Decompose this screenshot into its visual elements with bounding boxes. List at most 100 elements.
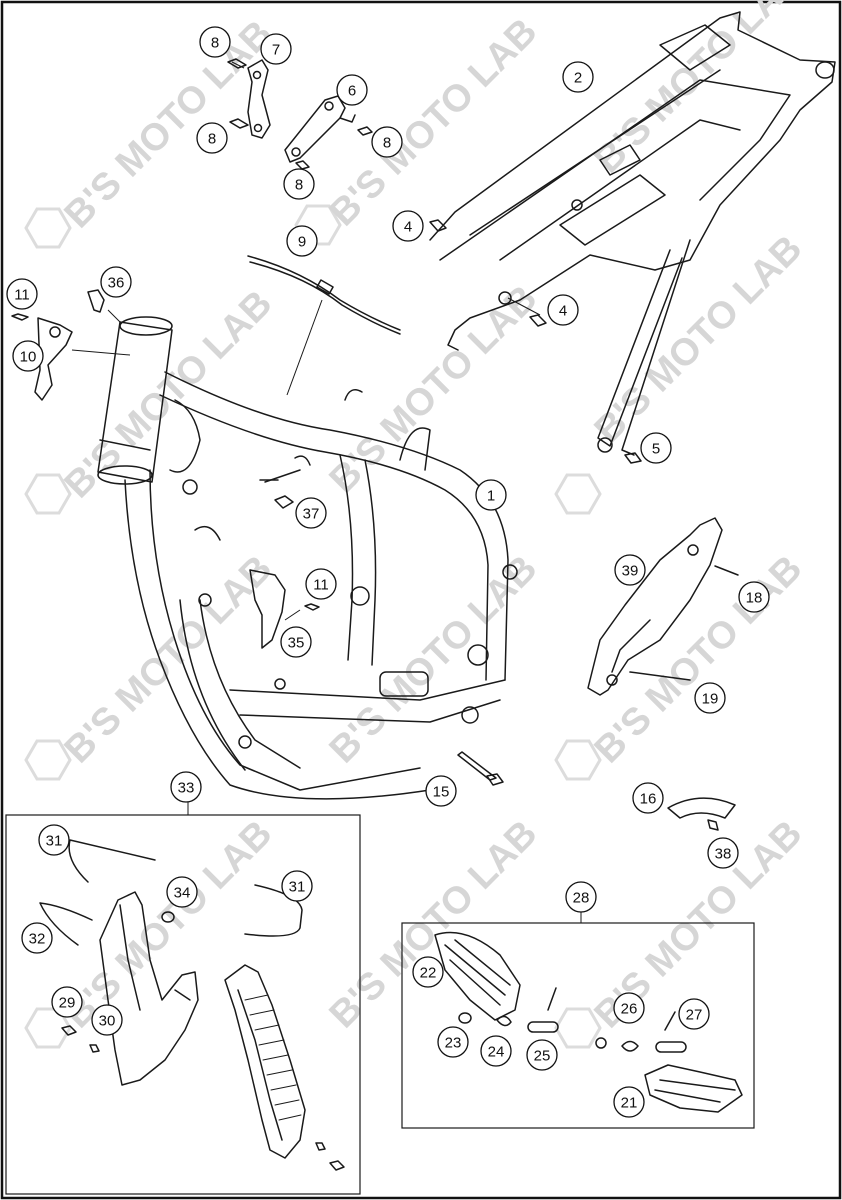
callout-number: 1	[487, 488, 495, 505]
callout-number: 36	[108, 275, 125, 292]
main-frame-drawing	[97, 316, 518, 800]
callout: 22	[412, 956, 444, 988]
callout-number: 10	[20, 349, 37, 366]
callout-number: 26	[621, 1001, 638, 1018]
callout-number: 18	[746, 590, 763, 607]
slider-16-drawing	[667, 797, 736, 831]
frame-protector-left-drawing	[99, 891, 199, 1086]
callout: 24	[480, 1035, 512, 1067]
callout: 21	[613, 1086, 645, 1118]
watermark-text: B'S MOTO LAB	[57, 283, 281, 507]
callout-number: 5	[652, 441, 660, 458]
callout: 36	[100, 266, 132, 298]
chain-guide-drawing	[587, 517, 739, 696]
callout: 23	[437, 1026, 469, 1058]
callout-number: 8	[208, 131, 216, 148]
bolt-5-drawing	[624, 452, 642, 464]
clip-37-drawing	[259, 479, 294, 509]
callout-number: 24	[488, 1044, 505, 1061]
callout-number: 38	[715, 846, 732, 863]
clip-36-drawing	[87, 289, 105, 313]
watermark-text-layer: B'S MOTO LAB B'S MOTO LAB B'S MOTO LAB B…	[57, 0, 811, 1036]
callouts: 1 2 4 4 5 6 7 8 8 8 8 9 10 11 11 15 16 1…	[6, 26, 770, 1118]
footrest-22-drawing	[434, 931, 521, 1021]
watermark-logo-icon	[24, 207, 72, 249]
callout: 2	[562, 61, 594, 93]
callout-number: 21	[621, 1095, 638, 1112]
callout-number: 7	[272, 42, 280, 59]
callout: 25	[526, 1039, 558, 1071]
callout-number: 28	[573, 890, 590, 907]
callout: 27	[678, 998, 710, 1030]
callout: 34	[166, 876, 198, 908]
bolt-4-drawing	[429, 219, 547, 327]
callout-number: 11	[313, 577, 329, 594]
callout: 28	[565, 881, 597, 913]
callout: 39	[614, 554, 646, 586]
callout-number: 4	[404, 219, 412, 236]
bolt-15-drawing	[457, 751, 504, 786]
callout-number: 30	[99, 1013, 116, 1030]
watermark-text: B'S MOTO LAB	[322, 11, 546, 235]
callout: 6	[336, 74, 368, 106]
callout-number: 8	[211, 35, 219, 52]
part-drawings	[11, 11, 836, 1171]
callout-number: 39	[622, 563, 639, 580]
callout-number: 35	[288, 635, 305, 652]
frame-protector-right-drawing	[224, 964, 306, 1159]
vent-pattern-icon	[244, 994, 302, 1121]
leader-lines	[71, 61, 582, 923]
callout-number: 19	[702, 691, 719, 708]
protector-kit-box	[5, 814, 361, 1195]
callout: 32	[21, 922, 53, 954]
watermark-logo-icon	[554, 473, 602, 515]
callout-number: 23	[445, 1035, 462, 1052]
callout: 10	[12, 340, 44, 372]
callout: 35	[280, 626, 312, 658]
callout: 5	[640, 432, 672, 464]
callout-number: 34	[174, 885, 191, 902]
watermark-logo-icon	[554, 1007, 602, 1049]
callout-number: 37	[303, 506, 320, 523]
callout-number: 33	[178, 780, 195, 797]
callout-number: 11	[14, 287, 30, 304]
watermark-logo-icon	[24, 739, 72, 781]
callout-number: 31	[46, 833, 63, 850]
callout: 29	[51, 986, 83, 1018]
callout-number: 9	[298, 234, 306, 251]
bracket-6-drawing	[284, 95, 356, 163]
callout: 31	[281, 870, 313, 902]
watermark-logo-icon	[24, 1007, 72, 1049]
callout-number: 8	[383, 135, 391, 152]
callout: 8	[196, 122, 228, 154]
callout: 9	[286, 225, 318, 257]
watermark-logo-icon	[554, 739, 602, 781]
callout-number: 25	[534, 1048, 551, 1065]
callout: 37	[295, 497, 327, 529]
callout: 4	[392, 210, 424, 242]
callout: 8	[371, 126, 403, 158]
callout-number: 15	[433, 784, 450, 801]
callout: 18	[738, 581, 770, 613]
watermark-text: B'S MOTO LAB	[322, 548, 546, 772]
bracket-7-drawing	[247, 59, 271, 139]
callout-number: 6	[348, 83, 356, 100]
callout: 4	[547, 294, 579, 326]
callout: 19	[694, 682, 726, 714]
callout: 16	[632, 782, 664, 814]
holder-35-drawing	[249, 569, 286, 649]
watermark-text: B'S MOTO LAB	[57, 548, 281, 772]
callout: 38	[707, 837, 739, 869]
callout: 8	[199, 26, 231, 58]
footrest-21-drawing	[644, 1064, 743, 1113]
bolt-11-drawing	[11, 313, 320, 611]
watermark-text: B'S MOTO LAB	[322, 813, 546, 1037]
small-fastener-drawings	[61, 911, 345, 1171]
callout: 11	[6, 278, 38, 310]
watermark-logo-icon	[24, 473, 72, 515]
bolt-8-drawing	[227, 58, 373, 170]
callout-number: 16	[640, 791, 657, 808]
callout-number: 31	[289, 879, 306, 896]
holder-10-drawing	[34, 317, 73, 401]
callout-number: 4	[559, 303, 567, 320]
